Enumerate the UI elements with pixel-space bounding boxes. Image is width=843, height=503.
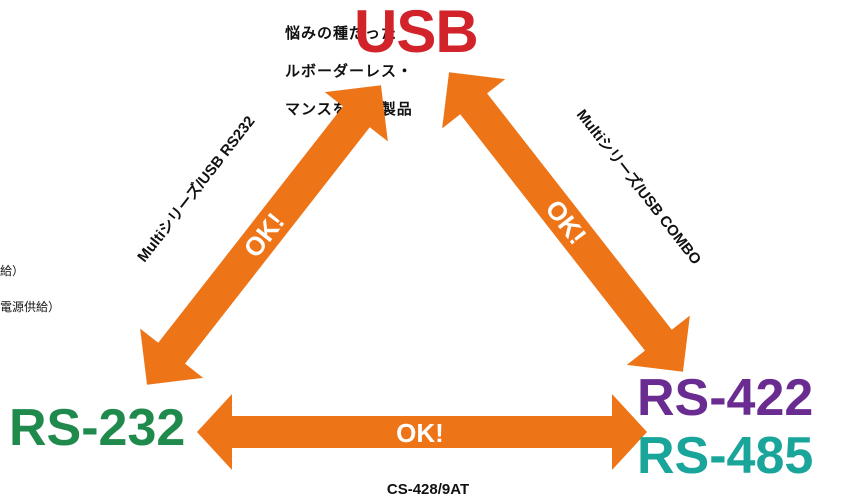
arrow-rs232-rs422: OK! (197, 394, 647, 470)
intro-note-2: 電源供給） (0, 300, 61, 314)
node-usb: USB (354, 0, 479, 65)
node-rs485: RS-485 (637, 427, 814, 485)
ok-label-bottom: OK! (396, 418, 444, 448)
node-rs232: RS-232 (9, 399, 186, 457)
intro-line-1: 悩みの種だった (285, 24, 398, 42)
intro-line-2: ルボーダーレス・ (285, 62, 414, 80)
product-label-bottom: CS-428/9AT (387, 481, 469, 498)
intro-note-1: 給） (0, 264, 25, 278)
node-rs422: RS-422 (637, 369, 814, 427)
